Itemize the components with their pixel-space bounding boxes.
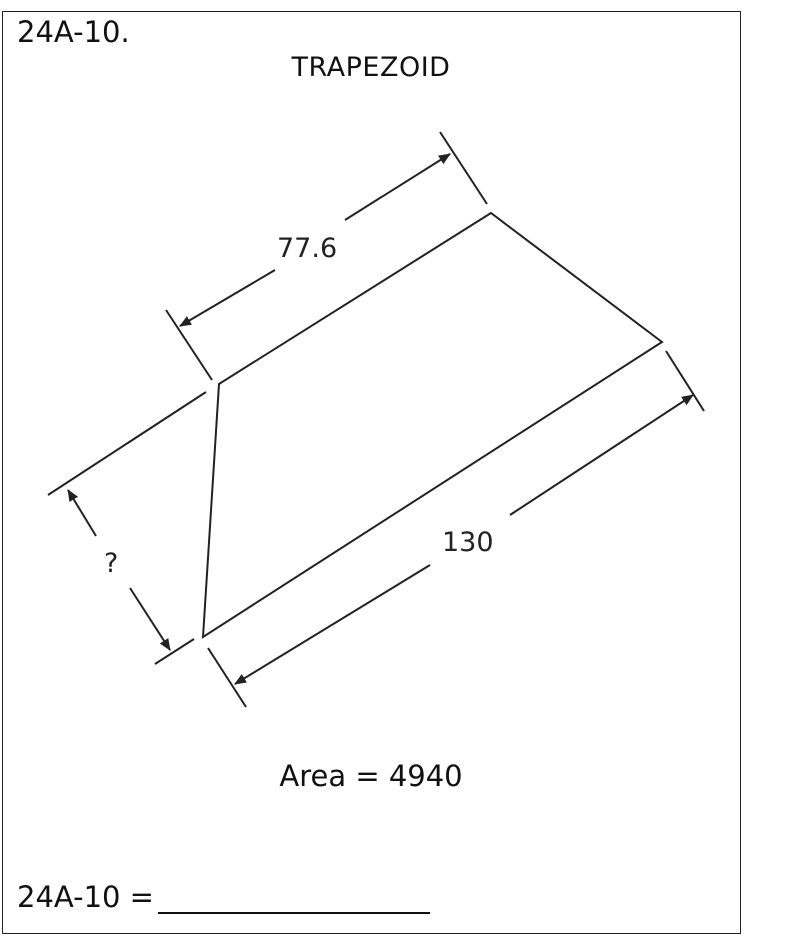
area-statement: Area = 4940 [279, 759, 463, 793]
top-extension-left [165, 309, 213, 381]
bottom-base-label: 130 [442, 527, 494, 558]
top-dimension-left-segment [179, 269, 276, 327]
top-base-label: 77.6 [277, 233, 337, 264]
top-extension-right [439, 131, 488, 205]
trapezoid-shape [201, 211, 664, 639]
height-extension-bottom [154, 638, 195, 665]
problem-frame [2, 11, 741, 934]
bottom-dimension-right-segment [509, 394, 694, 516]
bottom-extension-left [207, 647, 247, 708]
height-unknown-label: ? [104, 548, 118, 579]
bottom-extension-right [665, 350, 705, 412]
height-dimension-lower-segment [129, 587, 171, 651]
height-extension-top [47, 391, 207, 496]
top-dimension-right-segment [344, 153, 451, 221]
bottom-dimension-left-segment [234, 564, 431, 685]
height-dimension-upper-segment [67, 489, 97, 537]
answer-blank-field[interactable] [158, 882, 430, 914]
shape-title: TRAPEZOID [291, 52, 451, 83]
answer-row: 24A-10 = [17, 880, 430, 914]
answer-prompt: 24A-10 = [17, 880, 154, 914]
problem-number: 24A-10. [17, 15, 130, 49]
